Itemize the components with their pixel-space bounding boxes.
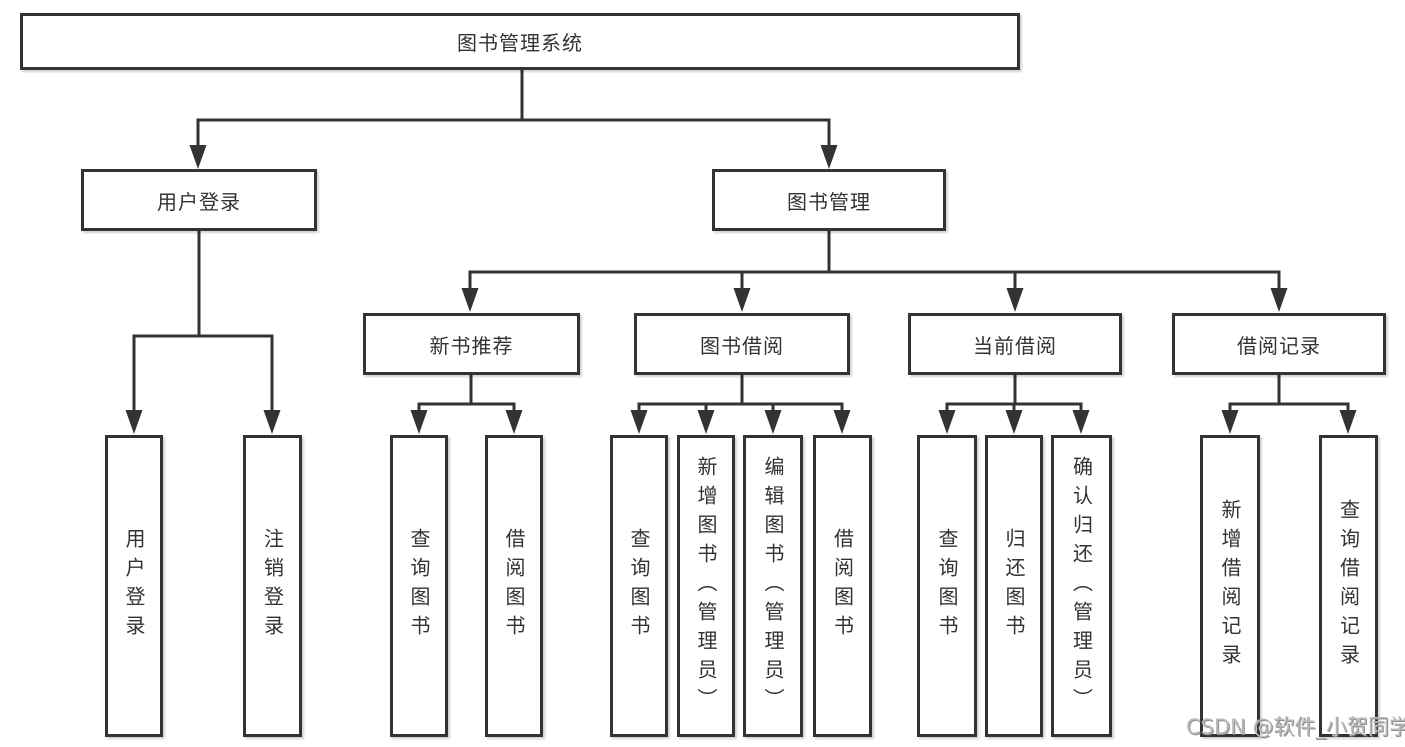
arrow-icon: [1006, 288, 1024, 312]
csdn-watermark: CSDN @软件_小贺同学: [1186, 715, 1405, 739]
node-book-borrow: 图书借阅: [634, 313, 850, 375]
leaf-query-books-2: 查询图书: [610, 435, 668, 737]
node-new-book-recommend-label: 新书推荐: [429, 333, 514, 358]
leaf-return-books: 归还图书: [985, 435, 1043, 737]
leaf-confirm-return-admin-label: 确认归还（管理员）: [1069, 455, 1094, 717]
node-user-login-label: 用户登录: [157, 189, 241, 214]
node-current-borrow-label: 当前借阅: [973, 333, 1057, 358]
leaf-add-borrow-record-label: 新增借阅记录: [1218, 499, 1242, 673]
leaf-query-books-1: 查询图书: [390, 435, 448, 737]
leaf-user-login-label: 用户登录: [122, 528, 146, 644]
node-borrow-records-label: 借阅记录: [1237, 333, 1321, 358]
node-user-login: 用户登录: [81, 169, 317, 231]
leaf-query-books-3-label: 查询图书: [935, 528, 959, 644]
arrow-icon: [1339, 410, 1357, 434]
arrow-icon: [733, 288, 751, 312]
leaf-edit-book-admin: 编辑图书（管理员）: [743, 435, 803, 737]
node-book-management: 图书管理: [712, 169, 946, 231]
leaf-query-books-2-label: 查询图书: [627, 528, 651, 644]
arrow-icon: [263, 410, 281, 434]
arrow-icon: [1005, 410, 1023, 434]
arrow-icon: [938, 410, 956, 434]
leaf-query-borrow-record-label: 查询借阅记录: [1336, 499, 1361, 673]
node-root-label: 图书管理系统: [457, 31, 583, 55]
arrow-icon: [697, 410, 715, 434]
leaf-add-book-admin-label: 新增图书（管理员）: [694, 455, 718, 717]
leaf-logout-label: 注销登录: [260, 528, 285, 644]
leaf-borrow-books-2-label: 借阅图书: [830, 528, 855, 644]
leaf-edit-book-admin-label: 编辑图书（管理员）: [761, 455, 785, 717]
arrow-icon: [1270, 288, 1288, 312]
arrow-icon: [1221, 410, 1239, 434]
node-borrow-records: 借阅记录: [1172, 313, 1386, 375]
node-current-borrow: 当前借阅: [908, 313, 1122, 375]
leaf-query-books-3: 查询图书: [917, 435, 977, 737]
arrow-icon: [630, 410, 648, 434]
node-root: 图书管理系统: [20, 13, 1020, 70]
node-new-book-recommend: 新书推荐: [363, 313, 580, 375]
leaf-add-borrow-record: 新增借阅记录: [1200, 435, 1260, 737]
leaf-borrow-books-1: 借阅图书: [485, 435, 543, 737]
leaf-logout: 注销登录: [243, 435, 302, 737]
leaf-query-books-1-label: 查询图书: [407, 528, 431, 644]
leaf-query-borrow-record: 查询借阅记录: [1319, 435, 1378, 737]
node-book-borrow-label: 图书借阅: [700, 333, 784, 358]
leaf-user-login: 用户登录: [105, 435, 163, 737]
node-book-management-label: 图书管理: [787, 189, 871, 214]
arrow-icon: [505, 410, 523, 434]
arrow-icon: [189, 145, 207, 169]
connector-user-login-children: [132, 198, 274, 416]
leaf-borrow-books-1-label: 借阅图书: [502, 528, 526, 644]
leaf-add-book-admin: 新增图书（管理员）: [677, 435, 735, 737]
leaf-return-books-label: 归还图书: [1002, 528, 1026, 644]
leaf-borrow-books-2: 借阅图书: [813, 435, 872, 737]
arrow-icon: [764, 410, 782, 434]
arrow-icon: [833, 410, 851, 434]
arrow-icon: [1072, 410, 1090, 434]
arrow-icon: [410, 410, 428, 434]
arrow-icon: [125, 410, 143, 434]
arrow-icon: [461, 288, 479, 312]
leaf-confirm-return-admin: 确认归还（管理员）: [1051, 435, 1112, 737]
arrow-icon: [820, 145, 838, 169]
